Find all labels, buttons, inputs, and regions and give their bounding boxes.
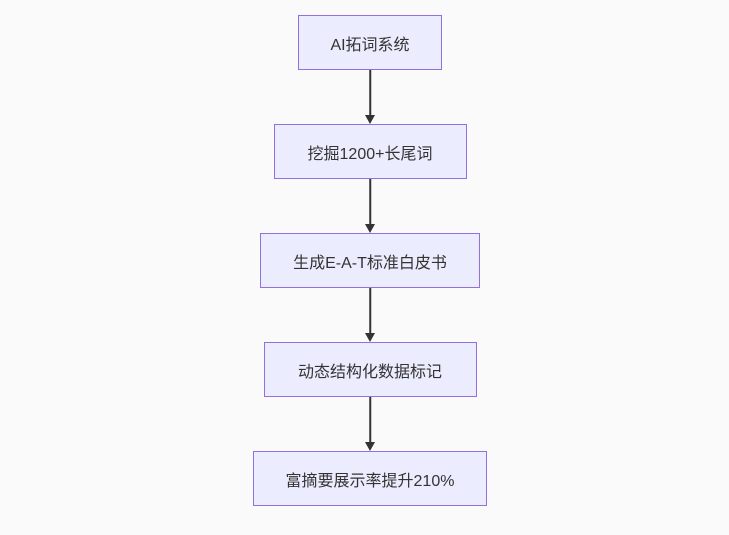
arrow-down-connector: [364, 179, 376, 233]
arrow-line: [369, 179, 371, 226]
flow-node-label: 富摘要展示率提升210%: [285, 472, 455, 490]
arrow-down-connector: [364, 70, 376, 124]
flow-node-structured-data-markup: 动态结构化数据标记: [263, 342, 477, 397]
flow-node-label: 动态结构化数据标记: [297, 363, 442, 381]
flow-node-rich-snippet-result: 富摘要展示率提升210%: [253, 451, 487, 506]
flow-node-label: 挖掘1200+长尾词: [307, 145, 433, 163]
arrowhead-icon: [365, 115, 375, 124]
arrowhead-icon: [365, 224, 375, 233]
flowchart: AI拓词系统 挖掘1200+长尾词 生成E-A-T标准白皮书 动态结构化数据标记: [253, 15, 487, 506]
flow-node-label: AI拓词系统: [330, 36, 410, 54]
arrow-line: [369, 288, 371, 335]
arrow-down-connector: [364, 397, 376, 451]
flow-node-label: 生成E-A-T标准白皮书: [293, 254, 447, 272]
arrow-line: [369, 397, 371, 444]
flow-node-longtail-mining: 挖掘1200+长尾词: [273, 124, 467, 179]
flow-node-eat-whitepaper: 生成E-A-T标准白皮书: [260, 233, 480, 288]
flow-node-ai-keyword-system: AI拓词系统: [298, 15, 442, 70]
arrow-down-connector: [364, 288, 376, 342]
arrow-line: [369, 70, 371, 117]
arrowhead-icon: [365, 442, 375, 451]
arrowhead-icon: [365, 333, 375, 342]
